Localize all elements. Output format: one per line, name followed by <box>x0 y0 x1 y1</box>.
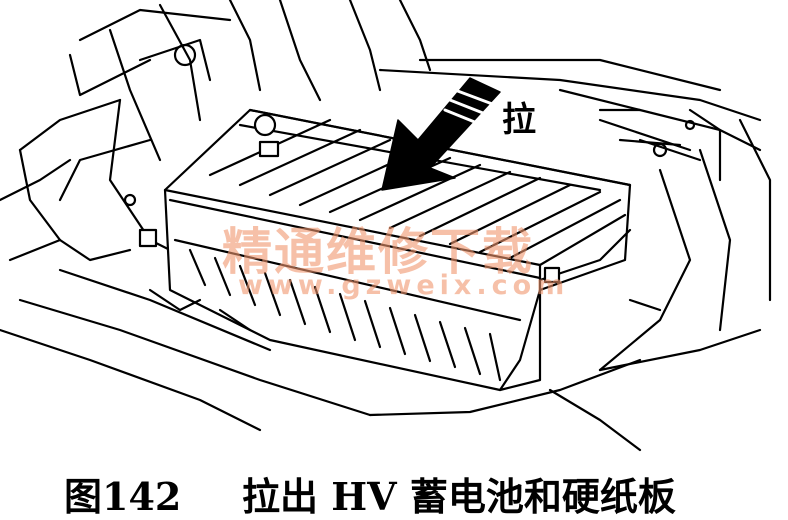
figure-caption: 图142 拉出 HV 蓄电池和硬纸板 <box>0 466 788 519</box>
watermark-url: www.gzweix.com <box>238 270 570 301</box>
watermark-text: 精通维修下载 <box>222 222 534 281</box>
figure-caption-text: 拉出 HV 蓄电池和硬纸板 <box>242 474 676 519</box>
pull-label: 拉 <box>502 100 536 140</box>
vehicle-body-lines <box>0 0 772 452</box>
hv-battery-pack <box>138 108 632 392</box>
figure-number: 图142 <box>64 474 182 519</box>
hv-battery-removal-illustration <box>0 0 772 452</box>
pull-direction-arrow <box>381 77 501 191</box>
